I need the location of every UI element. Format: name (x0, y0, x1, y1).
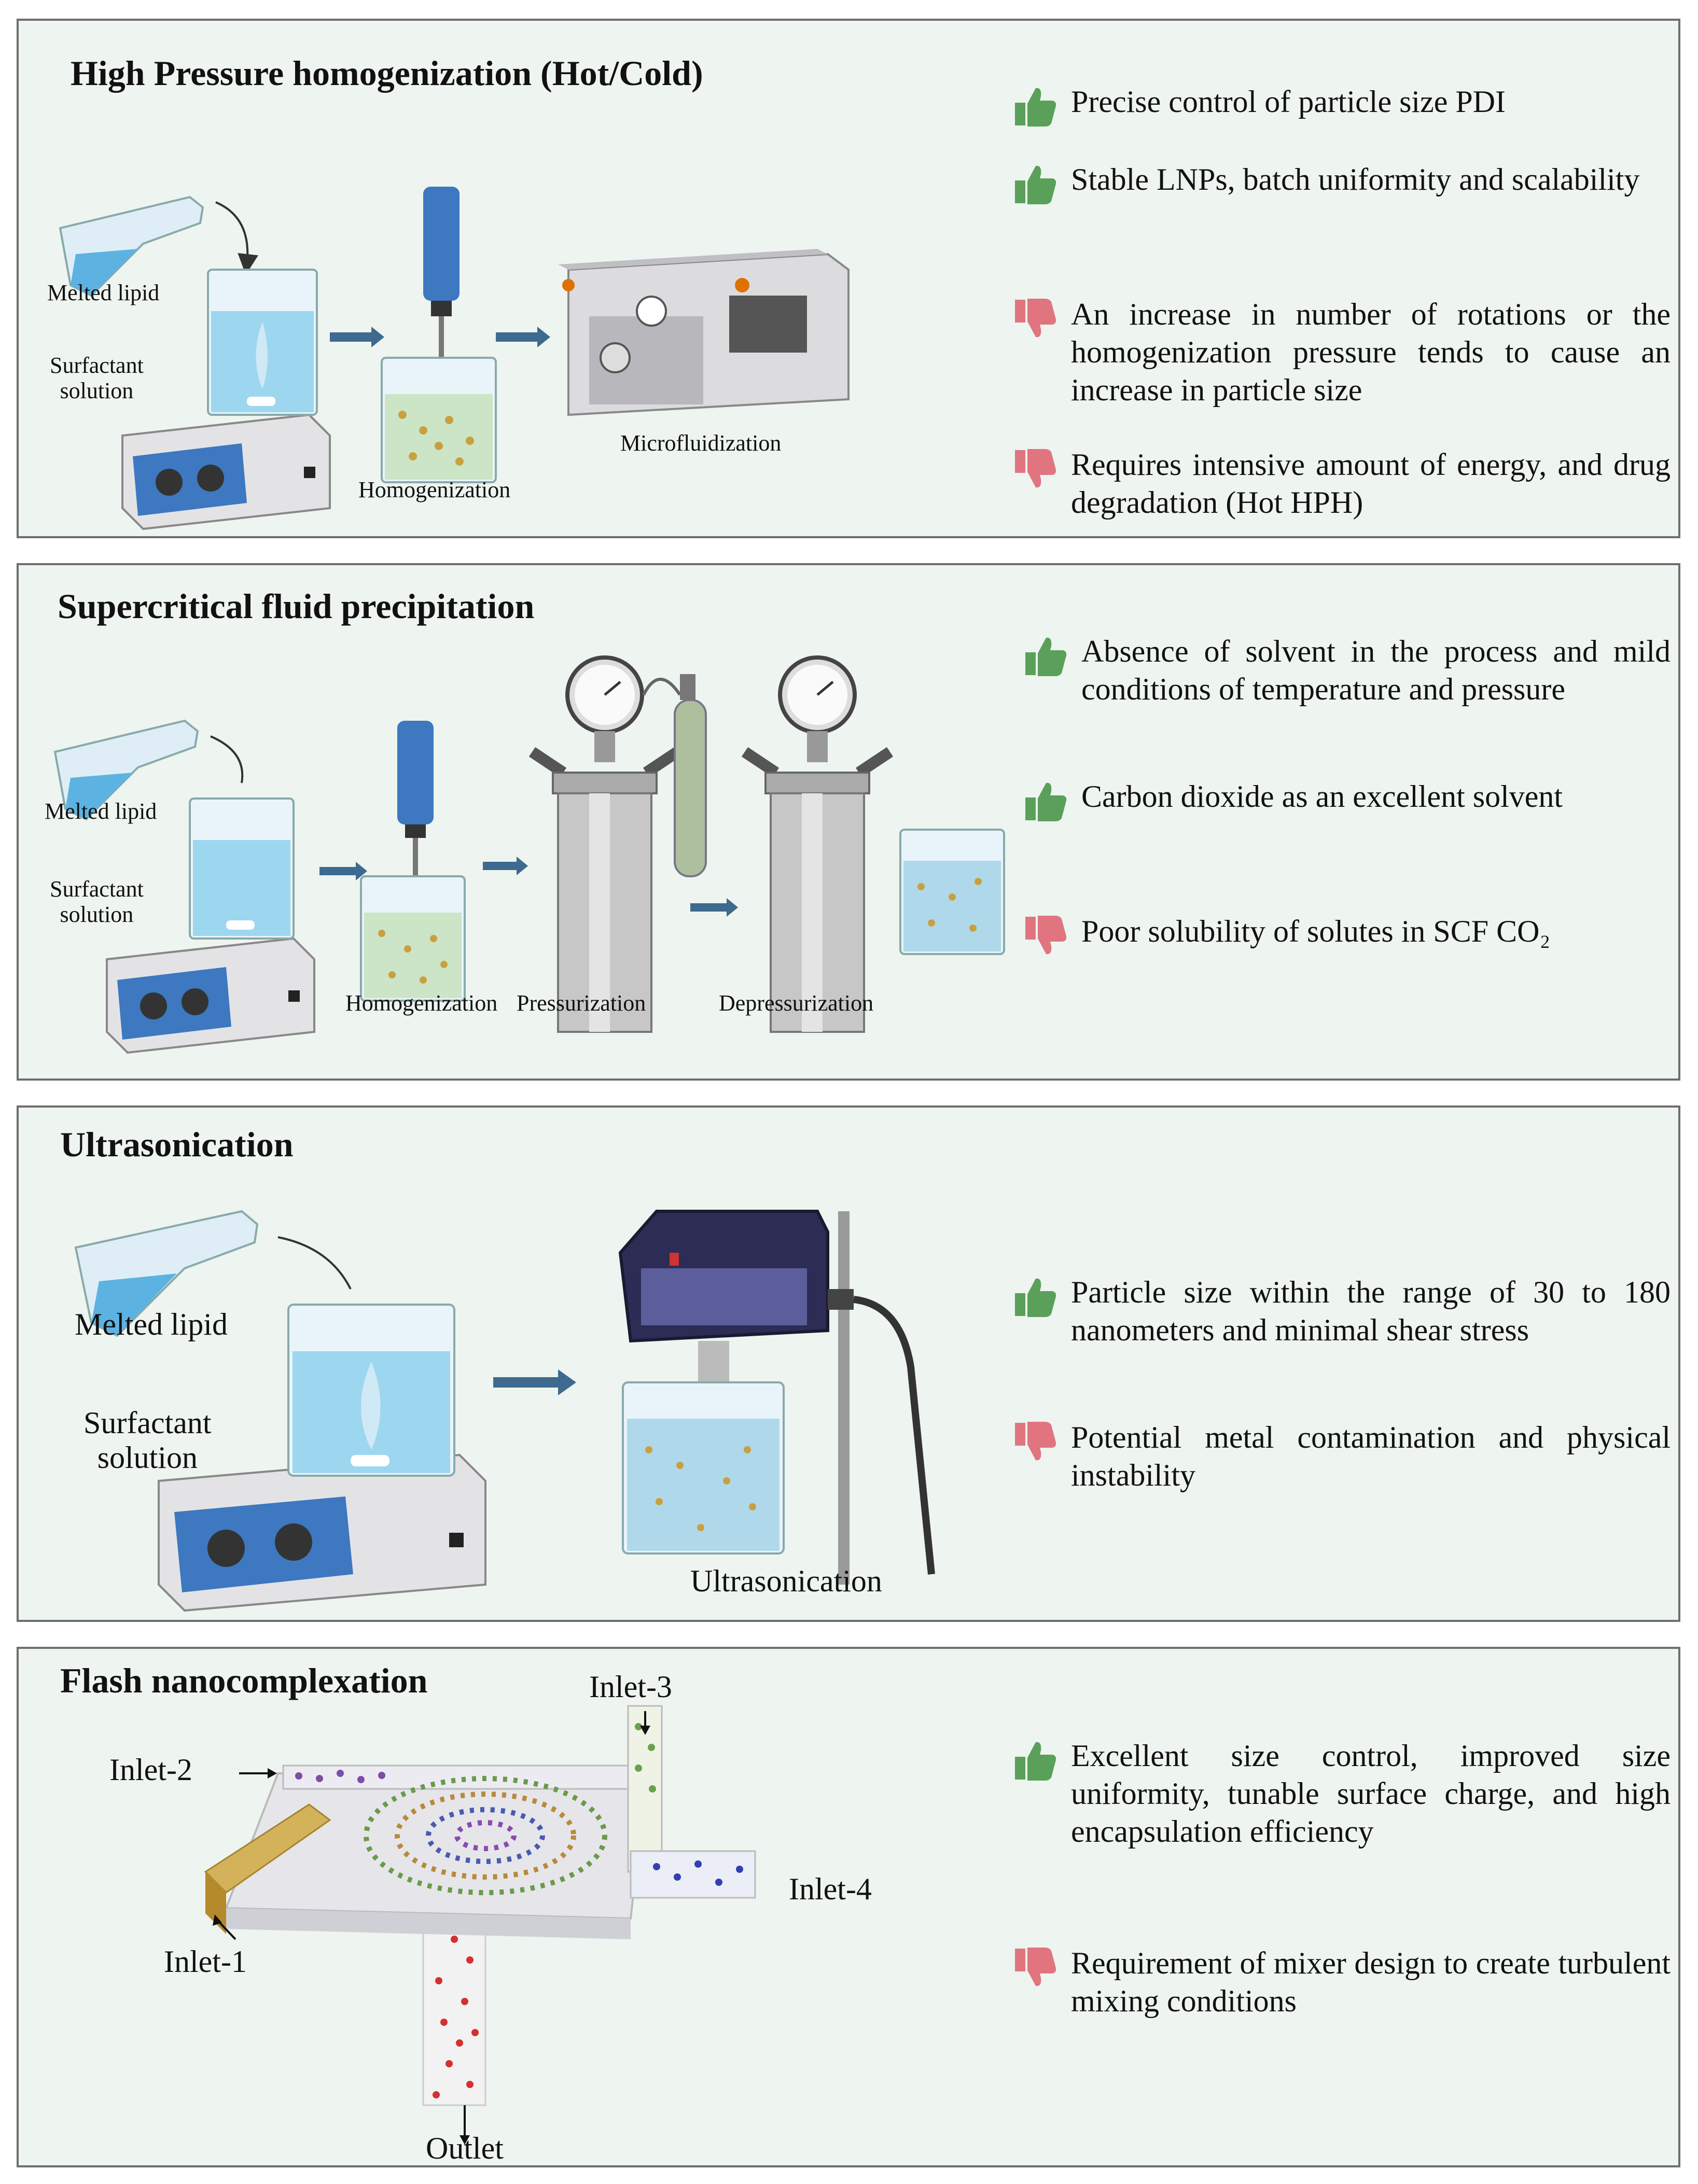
pro-item: Precise control of particle size PDI (1012, 83, 1671, 130)
label-inlet-3: Inlet-3 (589, 1670, 672, 1704)
beaker-icon (207, 269, 318, 416)
beaker-icon (899, 829, 1005, 955)
pro-text: Carbon dioxide as an excellent solvent (1081, 779, 1563, 814)
con-text: Requires intensive amount of energy, and… (1071, 447, 1671, 520)
panel-supercritical-fluid-precipitation: Supercritical fluid precipitation (17, 563, 1680, 1081)
thumbs-up-icon (1015, 165, 1056, 204)
gas-cylinder-icon (642, 674, 707, 877)
hot-plate-icon (121, 413, 331, 530)
label-melted-lipid: Melted lipid (75, 1307, 228, 1341)
con-item: Potential metal contamination and physic… (1012, 1419, 1671, 1494)
label-surfactant-solution: Surfactant solution (50, 876, 144, 928)
label-homogenization: Homogenization (358, 477, 511, 502)
microfluidizer-icon (558, 249, 850, 416)
thumbs-up-icon (1015, 1742, 1056, 1781)
homogenizer-icon (360, 721, 466, 1002)
mixer-illustration (204, 1705, 756, 2145)
hot-plate-icon (158, 1453, 486, 1612)
con-item: Requirement of mixer design to create tu… (1012, 1944, 1671, 2020)
con-item: Poor solubility of solutes in SCF CO₂ (1022, 913, 1671, 959)
thumbs-up-icon (1025, 637, 1067, 676)
homogenizer-icon (381, 187, 497, 483)
panel-title: Flash nanocomplexation (60, 1661, 428, 1700)
thumbs-down-icon (1015, 1948, 1056, 1986)
label-inlet-1: Inlet-1 (164, 1944, 247, 1979)
con-text: Requirement of mixer design to create tu… (1071, 1946, 1671, 2019)
mixing-swirl (364, 1776, 607, 1895)
flask-icon (59, 195, 204, 297)
label-inlet-2: Inlet-2 (109, 1753, 192, 1787)
con-item: Requires intensive amount of energy, and… (1012, 446, 1671, 522)
panel-title: High Pressure homogenization (Hot/Cold) (71, 53, 703, 93)
thumbs-up-icon (1015, 88, 1056, 127)
label-melted-lipid: Melted lipid (45, 799, 157, 824)
pro-text: Excellent size control, improved size un… (1071, 1739, 1671, 1849)
hot-plate-icon (106, 937, 315, 1054)
panel-title: Ultrasonication (60, 1125, 294, 1164)
pro-item: Absence of solvent in the process and mi… (1022, 633, 1671, 708)
label-pressurization: Pressurization (517, 990, 646, 1016)
flask-icon (74, 1210, 259, 1337)
pro-item: Particle size within the range of 30 to … (1012, 1273, 1671, 1349)
thumbs-down-icon (1015, 449, 1056, 488)
thumbs-up-icon (1015, 1278, 1056, 1317)
beaker-icon (189, 797, 295, 940)
reactor-vessel-icon (741, 655, 894, 1033)
panel-title: Supercritical fluid precipitation (58, 586, 535, 626)
label-surfactant-solution: Surfactant solution (83, 1406, 212, 1475)
ultrasonication-illustration (74, 1210, 935, 1612)
con-text: Poor solubility of solutes in SCF CO₂ (1081, 914, 1551, 948)
con-item: An increase in number of rotations or th… (1012, 296, 1671, 410)
label-inlet-4: Inlet-4 (789, 1872, 872, 1906)
pro-text: Precise control of particle size PDI (1071, 85, 1506, 119)
panel-high-pressure-homogenization: High Pressure homogenization (Hot/Cold) (17, 19, 1680, 538)
con-text: Potential metal contamination and physic… (1071, 1420, 1671, 1493)
label-depressurization: Depressurization (719, 990, 874, 1016)
thumbs-up-icon (1025, 782, 1067, 821)
thumbs-down-icon (1015, 299, 1056, 338)
panel-ultrasonication: Ultrasonication (17, 1105, 1680, 1622)
pro-text: Absence of solvent in the process and mi… (1081, 634, 1671, 707)
con-text: An increase in number of rotations or th… (1071, 297, 1671, 408)
pro-item: Carbon dioxide as an excellent solvent (1022, 778, 1671, 824)
pro-text: Stable LNPs, batch uniformity and scalab… (1071, 162, 1640, 197)
reactor-vessel-icon (528, 655, 681, 1033)
beaker-icon (287, 1304, 455, 1477)
pro-text: Particle size within the range of 30 to … (1071, 1275, 1671, 1348)
label-homogenization: Homogenization (345, 990, 498, 1016)
pro-item: Stable LNPs, batch uniformity and scalab… (1012, 161, 1671, 207)
flask-icon (53, 719, 199, 821)
hph-illustration (59, 187, 850, 530)
label-microfluidization: Microfluidization (620, 430, 782, 456)
scf-illustration (53, 655, 1005, 1054)
label-surfactant-solution: Surfactant solution (50, 353, 144, 404)
label-melted-lipid: Melted lipid (47, 280, 160, 305)
beaker-icon (622, 1381, 785, 1555)
thumbs-down-icon (1015, 1422, 1056, 1461)
pro-item: Excellent size control, improved size un… (1012, 1737, 1671, 1851)
sonicator-icon (618, 1210, 935, 1585)
label-ultrasonication: Ultrasonication (690, 1564, 882, 1598)
label-outlet: Outlet (426, 2131, 504, 2165)
thumbs-down-icon (1025, 916, 1067, 955)
panel-flash-nanocomplexation: Flash nanocomplexation (17, 1647, 1680, 2167)
